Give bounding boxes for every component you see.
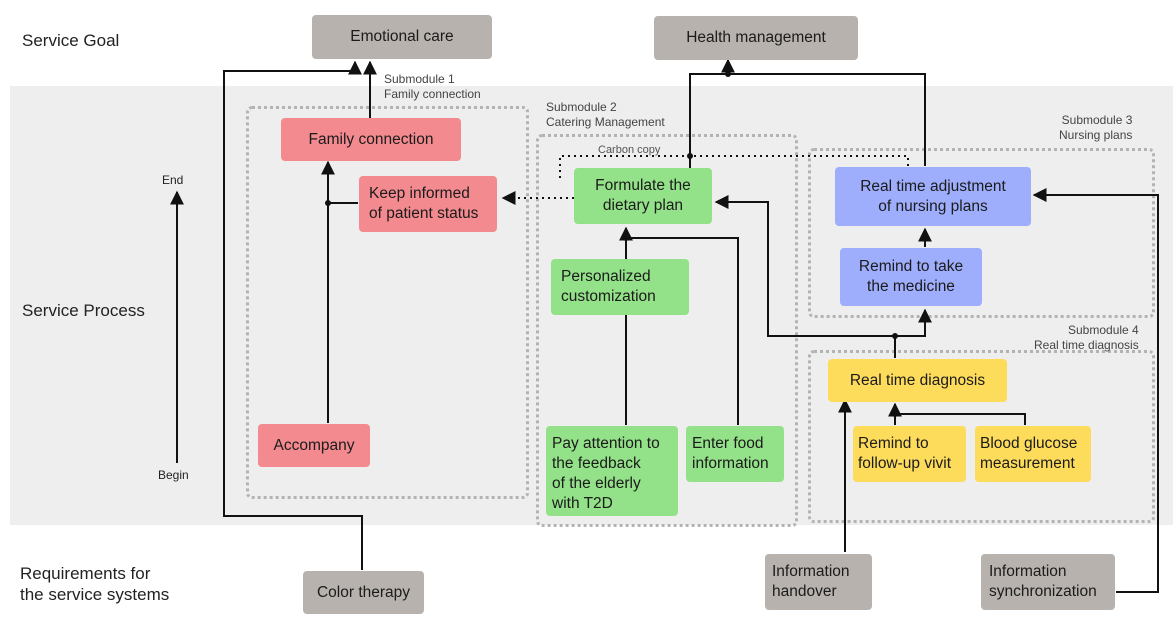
submodule-3-label: Submodule 3 Nursing plans [1059,113,1133,142]
req-information-handover: Information handover [765,554,872,610]
submodule-1-label: Submodule 1 Family connection [384,72,481,101]
req-color-therapy: Color therapy [303,571,424,614]
row-label-service-process: Service Process [22,301,145,320]
node-formulate-dietary-plan: Formulate the dietary plan [574,168,712,224]
link-color-therapy-to-emotional [223,60,363,570]
junction-dot [892,333,898,339]
submodule-2-container [536,134,798,527]
node-enter-food-information: Enter food information [686,426,784,482]
submodule-1-container [246,106,529,499]
node-personalized-customization: Personalized customization [551,259,689,315]
submodule-3-container [808,148,1155,318]
link-sync-to-adjustment [1032,188,1159,593]
node-real-time-diagnosis: Real time diagnosis [828,359,1007,402]
req-information-synchronization: Information synchronization [981,554,1115,610]
link-adjustment-to-health [728,73,926,166]
submodule-2-label: Submodule 2 Catering Management [546,100,665,129]
node-blood-glucose: Blood glucose measurement [975,426,1091,482]
node-pay-attention-feedback: Pay attention to the feedback of the eld… [546,426,678,516]
link-glucose-to-diagnosis [895,413,1026,425]
junction-dot [725,71,731,77]
goal-emotional-care: Emotional care [312,15,492,59]
row-label-requirements: Requirements for the service systems [20,564,170,604]
node-remind-followup: Remind to follow-up vivit [853,426,966,482]
node-family-connection: Family connection [281,118,461,161]
link-plan-to-health [689,58,735,168]
carbon-copy-label: Carbon copy [598,144,661,156]
submodule-4-label: Submodule 4 Real time diagnosis [1034,323,1139,352]
link-diagnosis-to-medicine [895,308,932,337]
node-remind-medicine: Remind to take the medicine [840,248,982,306]
node-accompany: Accompany [258,424,370,467]
submodule-4-container [808,350,1155,523]
goal-health-management: Health management [654,16,858,60]
link-diagnosis-to-plan [714,195,896,358]
junction-dot [892,411,898,417]
junction-dot [325,200,331,206]
axis-end-label: End [162,173,184,187]
link-enter-food-to-plan [626,237,739,425]
axis-begin-label: Begin [158,468,189,482]
row-label-service-goal: Service Goal [22,31,120,50]
junction-dot [687,153,693,159]
node-keep-informed: Keep informed of patient status [359,176,497,232]
node-real-time-adjustment: Real time adjustment of nursing plans [835,167,1031,226]
junction-dot [623,235,629,241]
